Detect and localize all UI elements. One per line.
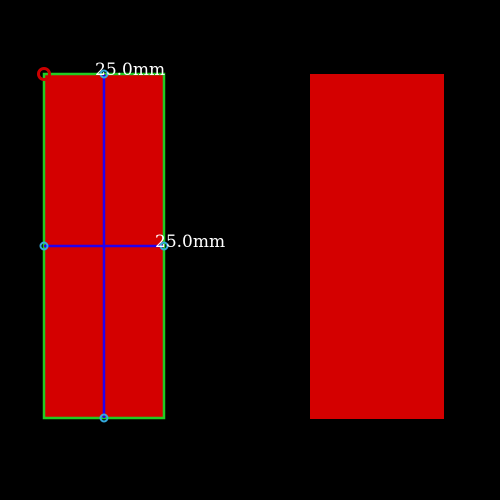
left-midpoint-handle[interactable] (39, 241, 49, 251)
top-midpoint-handle[interactable] (99, 69, 109, 79)
middle-dimension-label: 25.0mm (155, 232, 225, 252)
right-midpoint-handle[interactable] (159, 241, 169, 251)
bottom-midpoint-handle[interactable] (99, 413, 109, 423)
anchor-corner-handle[interactable] (37, 67, 51, 81)
unselected-rectangle[interactable] (310, 74, 444, 419)
top-dimension-label: 25.0mm (95, 60, 165, 80)
